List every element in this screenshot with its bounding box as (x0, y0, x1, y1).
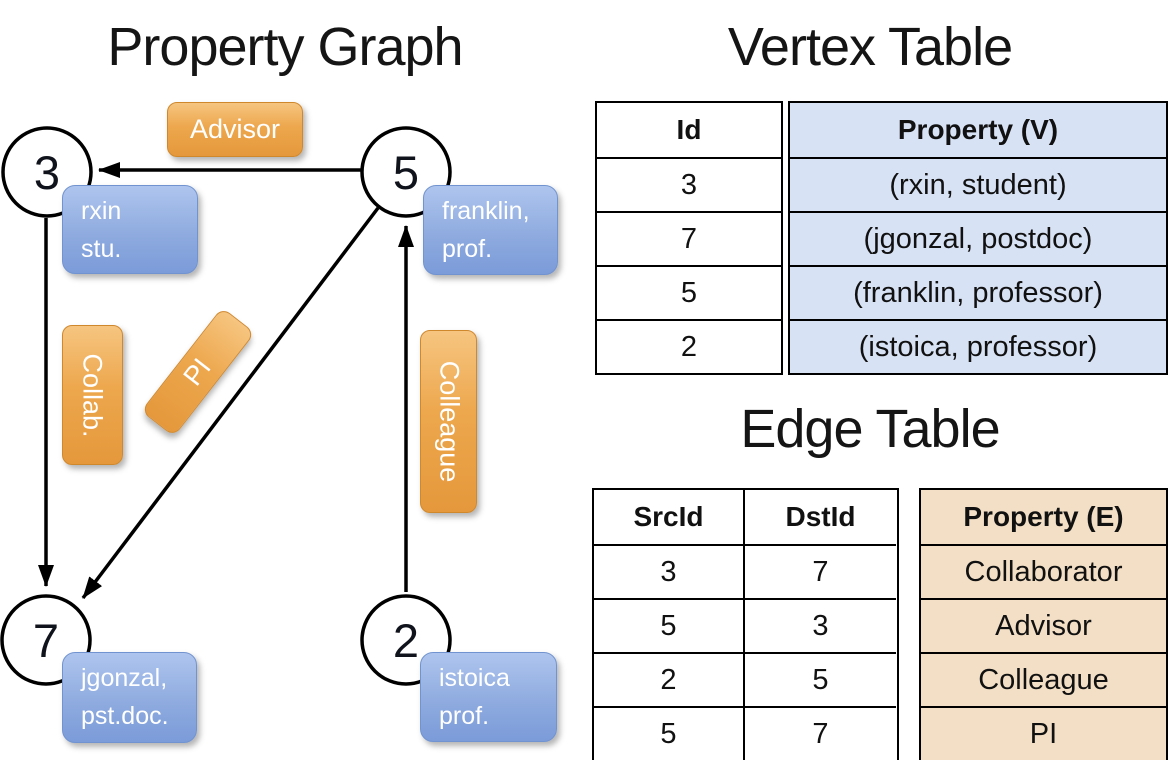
vertex-table-property-header: Property (V) (790, 103, 1166, 157)
edge-label-advisor: Advisor (167, 102, 303, 157)
edge-table-srcid-cell: 5 (594, 598, 743, 652)
vertex-prop-line: pst.doc. (81, 701, 169, 730)
vertex-prop-box-rxin: rxin stu. (62, 185, 198, 274)
vertex-prop-box-istoica: istoica prof. (420, 652, 557, 742)
edge-table-srcid-cell: 3 (594, 544, 743, 598)
edge-table-property-column: Property (E) Collaborator Advisor Collea… (919, 488, 1168, 760)
edge-table-dstid-cell: 3 (745, 598, 896, 652)
vertex-table-title: Vertex Table (727, 17, 1013, 77)
vertex-table-property-cell: (istoica, professor) (790, 319, 1166, 373)
vertex-prop-box-franklin: franklin, prof. (423, 185, 558, 275)
edge-label-colleague: Colleague (420, 330, 477, 513)
edge-table-title: Edge Table (740, 399, 1000, 459)
vertex-table-id-cell: 3 (597, 157, 781, 211)
vertex-table-property-cell: (jgonzal, postdoc) (790, 211, 1166, 265)
property-graph-title: Property Graph (107, 17, 463, 77)
vertex-table-id-cell: 5 (597, 265, 781, 319)
vertex-prop-line: stu. (81, 234, 122, 263)
vertex-prop-line: prof. (439, 701, 490, 730)
edge-table-srcid-column: SrcId 3 5 2 5 (594, 490, 743, 760)
vertex-table-id-header: Id (676, 114, 702, 145)
vertex-prop-line: franklin, (442, 197, 530, 225)
node-id-7: 7 (32, 613, 60, 667)
vertex-table-property-column: Property (V) (rxin, student) (jgonzal, p… (788, 101, 1168, 375)
vertex-table-property-cell: (franklin, professor) (790, 265, 1166, 319)
vertex-prop-box-jgonzal: jgonzal, pst.doc. (62, 652, 197, 743)
edge-table-dstid-cell: 5 (745, 652, 896, 706)
vertex-prop-line: jgonzal, (81, 664, 168, 692)
edge-label-collaborator-text: Collab. (78, 352, 109, 438)
edge-table-srcid-header: SrcId (633, 501, 704, 532)
node-id-2: 2 (392, 613, 420, 667)
edge-table-srcid-cell: 2 (594, 652, 743, 706)
edge-table-dstid-header: DstId (785, 501, 856, 532)
node-id-3: 3 (33, 145, 61, 199)
vertex-table-property-cell: (rxin, student) (790, 157, 1166, 211)
vertex-table-id-cell: 7 (597, 211, 781, 265)
edge-table-id-columns: SrcId 3 5 2 5 DstId 7 3 5 7 (592, 488, 899, 760)
edge-table-srcid-cell: 5 (594, 706, 743, 760)
vertex-prop-line: istoica (439, 664, 510, 692)
vertex-table-id-cell: 2 (597, 319, 781, 373)
edge-table-dstid-cell: 7 (745, 706, 896, 760)
edge-table-property-cell: Collaborator (921, 544, 1166, 598)
edge-label-advisor-text: Advisor (189, 114, 281, 144)
edge-pi-5-to-7 (81, 206, 380, 600)
edge-label-colleague-text: Colleague (434, 360, 464, 483)
vertex-table-id-column: Id 3 7 5 2 (595, 101, 783, 375)
edge-table-property-header: Property (E) (921, 490, 1166, 544)
edge-label-collaborator: Collab. (62, 325, 123, 465)
edge-table-dstid-column: DstId 7 3 5 7 (743, 490, 896, 760)
node-id-5: 5 (392, 145, 420, 199)
edge-table-property-cell: PI (921, 706, 1166, 760)
edge-table-property-cell: Colleague (921, 652, 1166, 706)
vertex-prop-line: rxin (81, 197, 122, 225)
edge-table-property-cell: Advisor (921, 598, 1166, 652)
edge-table-dstid-cell: 7 (745, 544, 896, 598)
vertex-prop-line: prof. (442, 234, 493, 263)
edge-label-pi-text: PI (177, 352, 218, 391)
